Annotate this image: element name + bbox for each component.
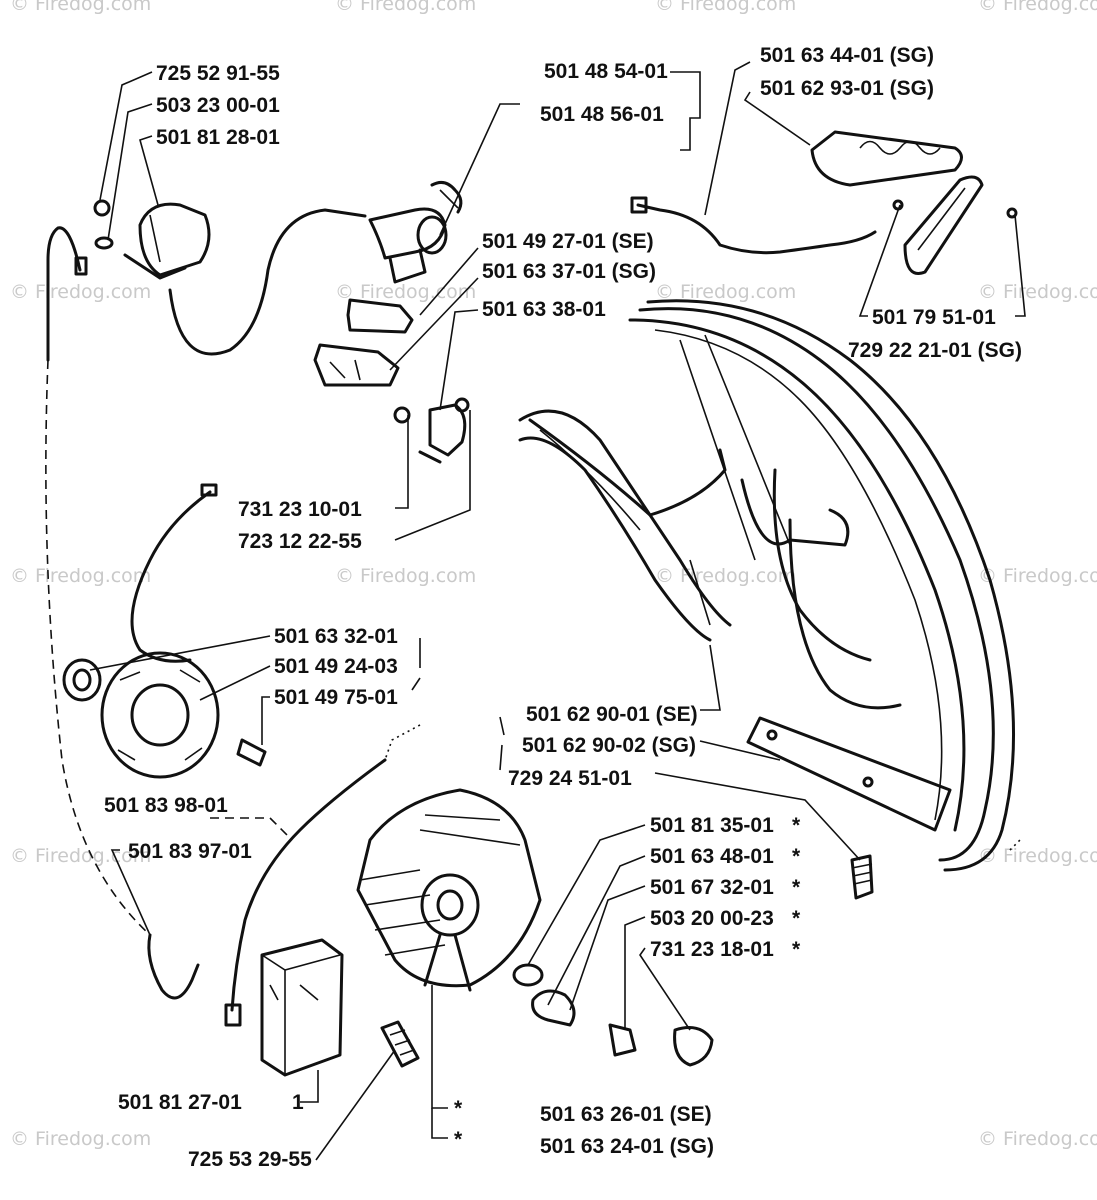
flywheel-screw: [236, 738, 267, 767]
quantity-label: 1: [292, 1091, 304, 1114]
part-label: 501 62 90-01 (SE): [526, 703, 698, 726]
part-label: 503 23 00-01: [156, 94, 280, 117]
ht-lead: [230, 758, 387, 1012]
part-label: 501 48 56-01: [540, 103, 664, 126]
bracket-screw: [850, 854, 874, 900]
flywheel: [62, 651, 220, 779]
part-label: 501 83 97-01: [128, 840, 252, 863]
part-label: 501 79 51-01: [872, 306, 996, 329]
part-label: 723 12 22-55: [238, 530, 362, 553]
part-label: 501 81 35-01: [650, 814, 774, 837]
flywheel-lead: [130, 490, 212, 663]
terminal-connector: [393, 397, 470, 464]
watermark: © Firedog.com: [978, 1128, 1097, 1150]
part-label: 501 49 24-03: [274, 655, 398, 678]
watermark: © Firedog.com: [10, 565, 151, 587]
watermark: © Firedog.com: [335, 281, 476, 303]
coil-wire: [168, 208, 367, 356]
stop-switch: [368, 180, 463, 284]
leader-lines: [89, 61, 1026, 1161]
part-label: 725 52 91-55: [156, 62, 280, 85]
ignition-coil: [93, 199, 211, 280]
ht-lead-plug: [224, 1003, 242, 1027]
asterisk-mark: *: [792, 814, 801, 837]
ground-wire: [147, 933, 200, 1000]
small-fasteners: [512, 963, 714, 1067]
handle-loop: [518, 409, 732, 642]
part-label: 731 23 18-01: [650, 938, 774, 961]
part-label: 501 63 26-01 (SE): [540, 1103, 712, 1126]
watermark: © Firedog.com: [335, 565, 476, 587]
part-labels: 725 52 91-55 503 23 00-01 501 81 28-01 5…: [104, 44, 1022, 1171]
cylinder: [356, 788, 542, 992]
bracket-hole: [862, 776, 874, 788]
front-handle: [628, 299, 1016, 872]
part-label: 501 63 37-01 (SG): [482, 260, 656, 283]
heater-wire: [636, 203, 877, 255]
asterisk-mark: *: [792, 907, 801, 930]
part-label: 729 22 21-01 (SG): [848, 339, 1022, 362]
watermark: © Firedog.com: [655, 565, 796, 587]
part-label: 501 62 93-01 (SG): [760, 77, 934, 100]
wire-route-dashed: [45, 359, 151, 936]
part-label: 729 24 51-01: [508, 767, 632, 790]
watermark: © Firedog.com: [335, 0, 476, 15]
part-label: 501 63 38-01: [482, 298, 606, 321]
ignition-module: [260, 938, 344, 1077]
part-label: 501 63 24-01 (SG): [540, 1135, 714, 1158]
part-label: 501 81 28-01: [156, 126, 280, 149]
part-label: 501 63 48-01: [650, 845, 774, 868]
watermark: © Firedog.com: [655, 281, 796, 303]
watermark: © Firedog.com: [978, 281, 1097, 303]
part-label: 501 63 44-01 (SG): [760, 44, 934, 67]
handle-bracket: [746, 716, 952, 832]
bracket-hole: [766, 729, 778, 741]
part-label: 501 67 32-01: [650, 876, 774, 899]
wire-plug: [630, 196, 648, 214]
asterisk-mark: *: [792, 938, 801, 961]
flywheel-plug: [200, 483, 218, 497]
watermark: © Firedog.com: [10, 281, 151, 303]
watermarks: © Firedog.com © Firedog.com © Firedog.co…: [10, 0, 1097, 1150]
part-label: 501 62 90-02 (SG): [522, 734, 696, 757]
part-label: 501 81 27-01: [118, 1091, 242, 1114]
watermark: © Firedog.com: [978, 565, 1097, 587]
watermark: © Firedog.com: [978, 845, 1097, 867]
part-label: 501 48 54-01: [544, 60, 668, 83]
part-label: 725 53 29-55: [188, 1148, 312, 1171]
heater-element: [810, 130, 1018, 275]
asterisk-mark: *: [792, 876, 801, 899]
module-bolt: [380, 1020, 420, 1068]
switch-brackets: [313, 298, 414, 387]
part-label: 501 49 27-01 (SE): [482, 230, 654, 253]
spark-plug-lead: [46, 226, 88, 362]
part-label: 503 20 00-23: [650, 907, 774, 930]
wire-route-dotted: [1009, 839, 1021, 851]
part-label: 501 49 75-01: [274, 686, 398, 709]
watermark: © Firedog.com: [10, 1128, 151, 1150]
asterisk-mark: *: [454, 1097, 463, 1120]
watermark: © Firedog.com: [978, 0, 1097, 15]
wire-route-dotted: [384, 724, 421, 761]
handle-wire-2: [788, 518, 902, 710]
part-label: 501 83 98-01: [104, 794, 228, 817]
watermark: © Firedog.com: [10, 0, 151, 15]
asterisk-mark: *: [454, 1128, 463, 1151]
part-label: 501 63 32-01: [274, 625, 398, 648]
part-label: 731 23 10-01: [238, 498, 362, 521]
watermark: © Firedog.com: [655, 0, 796, 15]
asterisk-mark: *: [792, 845, 801, 868]
